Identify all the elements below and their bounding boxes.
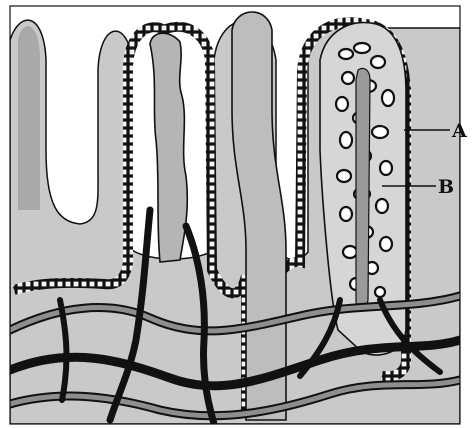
label-b: B xyxy=(438,176,454,198)
lacteal xyxy=(356,68,370,309)
left-villus-core xyxy=(18,26,40,210)
label-a: A xyxy=(451,120,467,142)
